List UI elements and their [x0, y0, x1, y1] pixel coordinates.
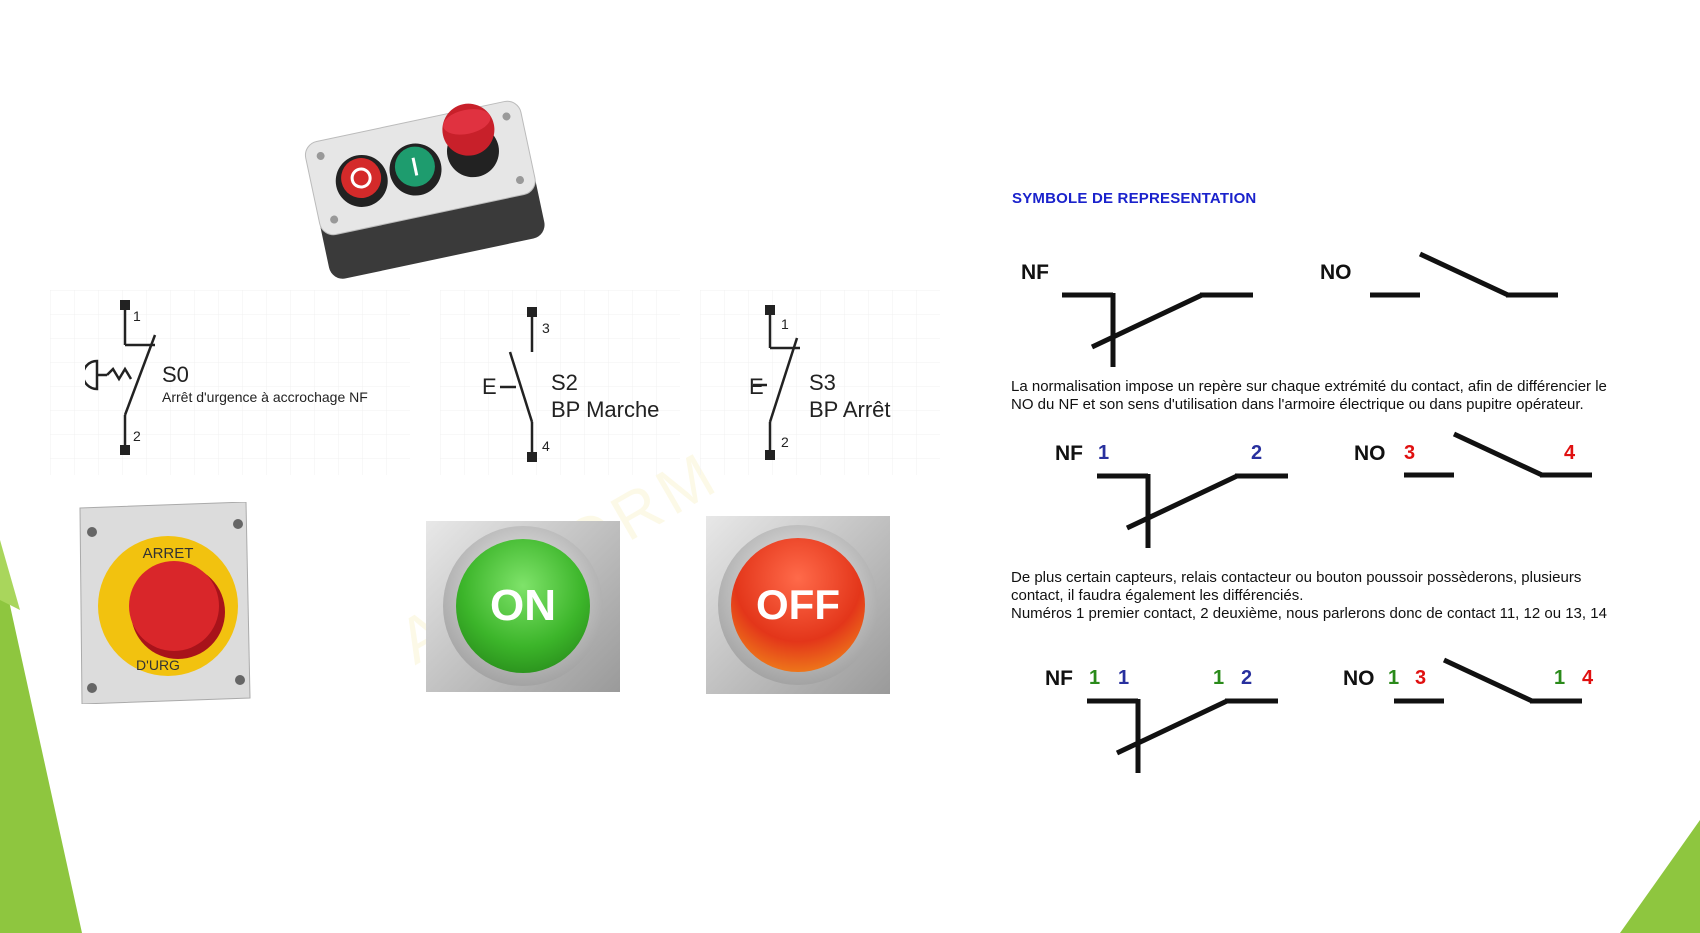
row3-nf-b-digit2: 2 — [1241, 667, 1253, 689]
row3-no-label: NO — [1343, 667, 1375, 690]
off-button-image: OFF — [706, 516, 890, 694]
s0-terminal-bottom: 2 — [133, 428, 141, 444]
green-corner-decoration-left — [0, 540, 82, 933]
s3-push-label: E — [749, 374, 764, 399]
row1-no-label: NO — [1320, 261, 1352, 284]
row3-no-b-digit2: 4 — [1582, 667, 1594, 689]
paragraph2-line1: De plus certain capteurs, relais contact… — [1011, 569, 1582, 586]
paragraph2-line2: contact, il faudra également les différe… — [1011, 587, 1304, 604]
paragraph2-line3: Numéros 1 premier contact, 2 deuxième, n… — [1011, 605, 1607, 622]
row3-nf-a-digit2: 1 — [1118, 667, 1130, 689]
row2-no-terminal-4: 4 — [1564, 442, 1576, 464]
row3-nf-b-digit1: 1 — [1213, 667, 1225, 689]
s2-tag: S2 — [551, 370, 578, 395]
s0-tag: S0 — [162, 362, 189, 387]
s2-description: BP Marche — [551, 397, 660, 422]
paragraph1-line2: NO du NF et son sens d'utilisation dans … — [1011, 396, 1584, 413]
section-title: SYMBOLE DE REPRESENTATION — [1012, 190, 1257, 207]
s2-terminal-top: 3 — [542, 320, 550, 336]
s2-start-button-symbol — [500, 307, 537, 462]
row3-nf-a-digit1: 1 — [1089, 667, 1101, 689]
on-button-image: ON — [426, 521, 620, 692]
estop-top-text: ARRET — [143, 545, 194, 562]
s0-description: Arrêt d'urgence à accrochage NF — [162, 389, 368, 405]
row2-nf-terminal-2: 2 — [1251, 442, 1263, 464]
row3-no-a-digit1: 1 — [1388, 667, 1400, 689]
s2-terminal-bottom: 4 — [542, 438, 550, 454]
estop-bottom-text: D'URG — [136, 657, 180, 673]
s0-terminal-top: 1 — [133, 308, 141, 324]
row1-no-symbol — [1370, 251, 1558, 298]
row2-no-symbol — [1404, 431, 1592, 478]
s3-stop-button-symbol — [753, 305, 800, 460]
row3-no-symbol — [1394, 657, 1582, 704]
s0-grid-background — [50, 290, 410, 475]
on-button-label: ON — [490, 581, 556, 630]
emergency-stop-image: ARRET D'URG — [79, 502, 251, 704]
row3-nf-label: NF — [1045, 667, 1073, 690]
s2-grid-background — [440, 290, 680, 475]
s3-terminal-bottom: 2 — [781, 434, 789, 450]
row3-nf-symbol — [1087, 698, 1278, 773]
row3-no-a-digit2: 3 — [1415, 667, 1427, 689]
s2-push-label: E — [482, 374, 497, 399]
paragraph1-line1: La normalisation impose un repère sur ch… — [1011, 378, 1607, 395]
s3-description: BP Arrêt — [809, 397, 891, 422]
s3-tag: S3 — [809, 370, 836, 395]
s3-grid-background — [700, 290, 940, 475]
row2-no-terminal-3: 3 — [1404, 442, 1416, 464]
row3-no-b-digit1: 1 — [1554, 667, 1566, 689]
row1-nf-symbol — [1062, 292, 1253, 367]
s0-emergency-stop-symbol — [85, 300, 157, 455]
row2-nf-symbol — [1097, 473, 1288, 548]
green-corner-decoration-right — [1620, 820, 1700, 933]
s3-terminal-top: 1 — [781, 316, 789, 332]
off-button-label: OFF — [756, 581, 840, 628]
row2-no-label: NO — [1354, 442, 1386, 465]
row1-nf-label: NF — [1021, 261, 1049, 284]
control-station-image — [304, 100, 545, 279]
row2-nf-terminal-1: 1 — [1098, 442, 1110, 464]
row2-nf-label: NF — [1055, 442, 1083, 465]
